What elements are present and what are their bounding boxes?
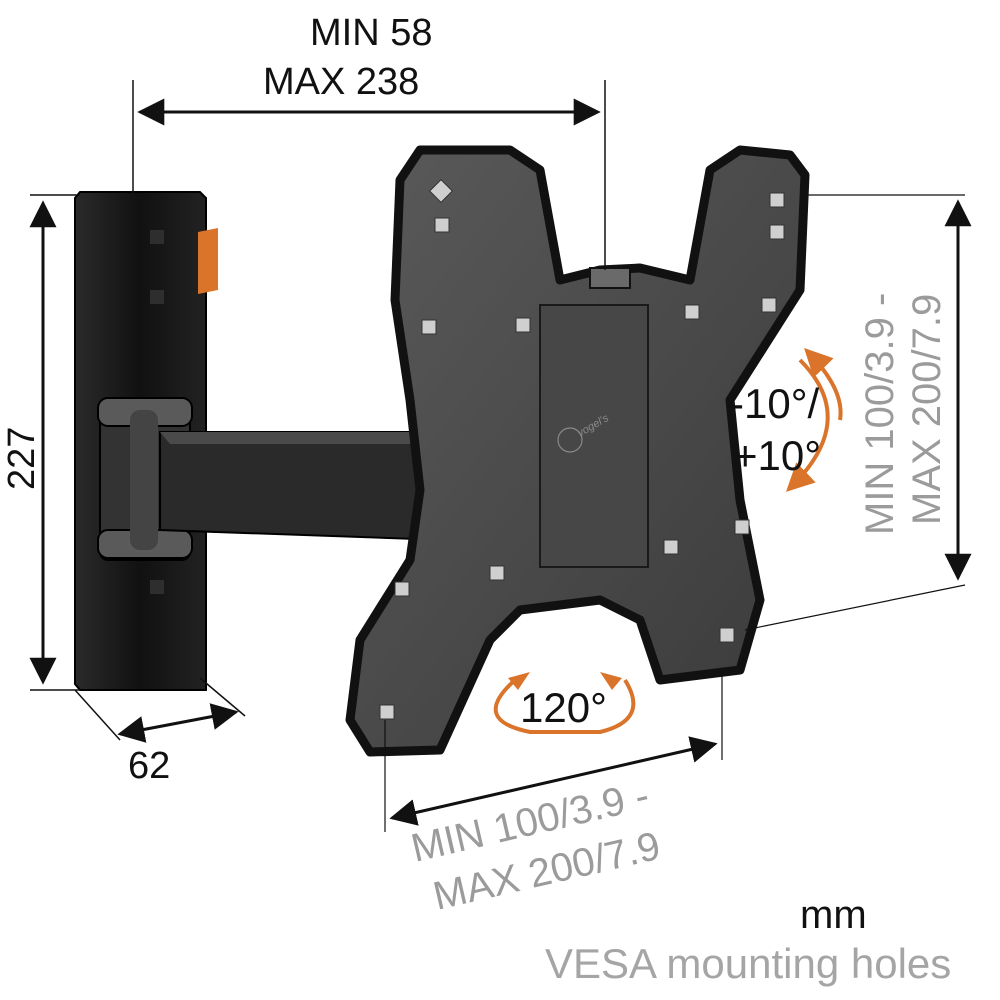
depth-label: 62 (128, 745, 170, 787)
tilt-label-1: -10°/ (730, 380, 819, 427)
swivel-arrow-icon (493, 678, 636, 734)
unit-label: mm (800, 893, 867, 937)
tv-plate: vogel's (345, 145, 810, 757)
tilt-indicator: -10°/ +10° (730, 347, 843, 492)
vesa-vertical-label-2: MAX 200/7.9 (905, 294, 949, 525)
width-dimension: MIN 58 MAX 238 (132, 12, 606, 270)
swivel-label: 120° (520, 684, 607, 731)
depth-dimension: 62 (74, 677, 246, 787)
width-min-label: MIN 58 (310, 12, 432, 54)
legend: mm VESA mounting holes (545, 893, 951, 987)
vogels-logo-icon (557, 427, 583, 453)
vesa-holes (379, 178, 785, 720)
height-label: 227 (1, 427, 43, 490)
swing-arm (159, 431, 446, 542)
orange-tab (198, 228, 218, 294)
height-dimension: 227 (1, 194, 80, 691)
width-max-label: MAX 238 (263, 61, 419, 103)
tilt-label-2: +10° (733, 432, 821, 479)
vesa-vertical-dimension: MIN 100/3.9 - MAX 200/7.9 (744, 194, 972, 631)
vesa-legend-label: VESA mounting holes (545, 940, 951, 987)
swivel-indicator: 120° (493, 672, 636, 734)
vesa-vertical-label-1: MIN 100/3.9 - (858, 293, 902, 535)
